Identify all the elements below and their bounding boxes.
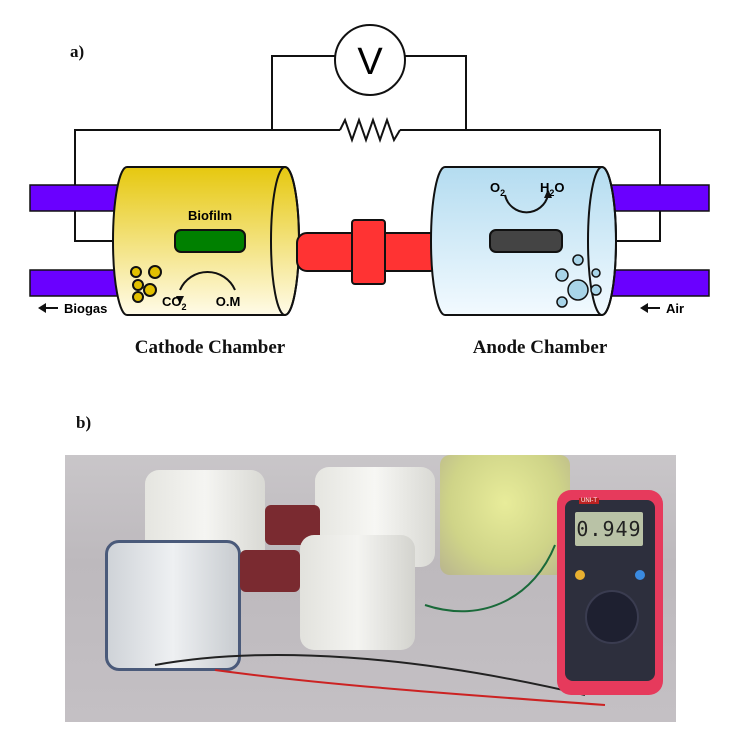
svg-text:CO2: CO2 xyxy=(162,294,187,312)
wires xyxy=(154,544,606,706)
multimeter: UNI-T 0.949 xyxy=(557,490,663,695)
yellow-button-icon xyxy=(575,570,585,580)
multimeter-brand: UNI-T xyxy=(579,498,599,504)
anode-caption: Anode Chamber xyxy=(472,337,608,358)
cathode-caption: Cathode Chamber xyxy=(134,337,286,358)
multimeter-display: 0.949 xyxy=(575,512,643,546)
cylinder-front-left xyxy=(105,540,241,671)
cathode-chamber xyxy=(112,166,300,316)
panel-b-label: b) xyxy=(76,413,92,432)
mfc-schematic: V Biofilm CO2 O.M xyxy=(29,24,710,316)
blue-button-icon xyxy=(635,570,645,580)
resistor xyxy=(339,116,401,144)
tubes xyxy=(29,184,710,297)
dial-icon xyxy=(585,590,639,644)
anode-chamber xyxy=(430,166,617,316)
biofilm-electrode xyxy=(174,229,246,253)
panel-a-label: a) xyxy=(70,42,85,61)
svg-text:Biofilm: Biofilm xyxy=(188,208,232,223)
svg-text:V: V xyxy=(357,41,383,83)
cylinder-front-right xyxy=(300,535,415,650)
svg-text:H2O: H2O xyxy=(540,180,565,198)
connector-front xyxy=(240,550,300,592)
svg-text:Air: Air xyxy=(666,301,684,316)
setup-photo: UNI-T 0.949 xyxy=(65,455,676,722)
svg-text:O.M: O.M xyxy=(216,294,241,309)
voltmeter: V xyxy=(334,24,406,96)
svg-text:Biogas: Biogas xyxy=(64,301,107,316)
yellow-beaker xyxy=(440,455,570,575)
anode-electrode xyxy=(489,229,563,253)
membrane-connector xyxy=(296,219,441,285)
svg-text:O2: O2 xyxy=(490,180,505,198)
